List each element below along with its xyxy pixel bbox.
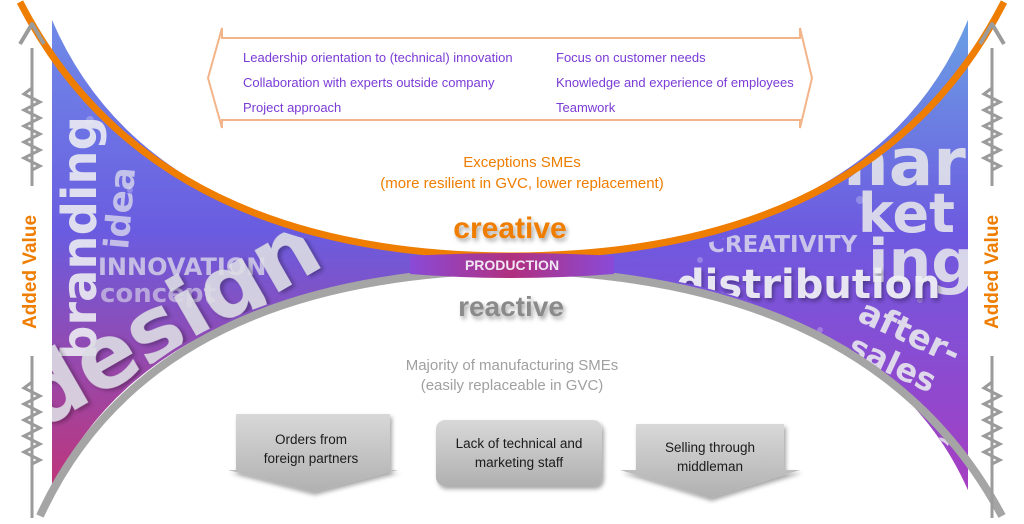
box-right-line1: Selling through <box>665 440 755 455</box>
production-band <box>410 253 614 278</box>
factors-left-list: Leadership orientation to (technical) in… <box>243 50 513 115</box>
box-left-line1: Orders from <box>275 432 347 447</box>
word-ing: ing <box>868 227 974 297</box>
factor-item: Knowledge and experience of employees <box>556 75 794 90</box>
right-axis: Added Value <box>974 22 1010 518</box>
majority-title: Majority of manufacturing SMEs <box>406 357 619 374</box>
factor-item: Leadership orientation to (technical) in… <box>243 50 513 65</box>
word-innovation: INNOVATION <box>98 253 266 281</box>
box-middle-line2: marketing staff <box>475 455 564 470</box>
exceptions-title: Exceptions SMEs <box>463 154 581 171</box>
factor-item: Collaboration with experts outside compa… <box>243 75 495 90</box>
production-label: PRODUCTION <box>465 257 559 273</box>
factors-right-list: Focus on customer needs Knowledge and ex… <box>556 50 794 115</box>
word-concept: concept <box>100 279 216 309</box>
majority-subtitle: (easily replaceable in GVC) <box>421 377 604 394</box>
right-axis-arrowhead <box>978 22 1006 46</box>
bottom-arrow-right: Selling through middleman <box>620 424 800 498</box>
word-ket: ket <box>858 182 955 245</box>
creative-label: creative <box>453 212 566 245</box>
smile-fill-right <box>512 20 968 490</box>
word-branding: branding <box>52 116 108 360</box>
factor-item: Focus on customer needs <box>556 50 706 65</box>
box-right-line2: middleman <box>677 459 743 474</box>
reactive-label: reactive <box>458 291 564 322</box>
left-axis-label: Added Value <box>20 215 41 329</box>
left-axis-break-bottom <box>20 380 44 466</box>
right-axis-break-top <box>980 86 1004 172</box>
bokeh-dots <box>86 116 923 333</box>
right-axis-break-bottom <box>980 380 1004 466</box>
left-axis-break-top <box>20 86 44 172</box>
bottom-box-middle: Lack of technical and marketing staff <box>436 420 602 486</box>
right-axis-label: Added Value <box>982 215 1003 329</box>
box-middle-line1: Lack of technical and <box>456 436 583 451</box>
factor-item: Teamwork <box>556 100 616 115</box>
box-left-line2: foreign partners <box>264 451 359 466</box>
word-idea: idea <box>97 166 144 251</box>
factors-double-arrow <box>206 27 814 129</box>
exceptions-subtitle: (more resilient in GVC, lower replacemen… <box>380 175 663 192</box>
factor-item: Project approach <box>243 100 341 115</box>
word-creativity: CREATIVITY <box>708 232 858 258</box>
word-distribution: distribution <box>676 262 941 308</box>
left-axis: Added Value <box>14 22 50 518</box>
bottom-arrow-left: Orders from foreign partners <box>228 414 398 492</box>
left-axis-arrowhead <box>18 22 46 46</box>
